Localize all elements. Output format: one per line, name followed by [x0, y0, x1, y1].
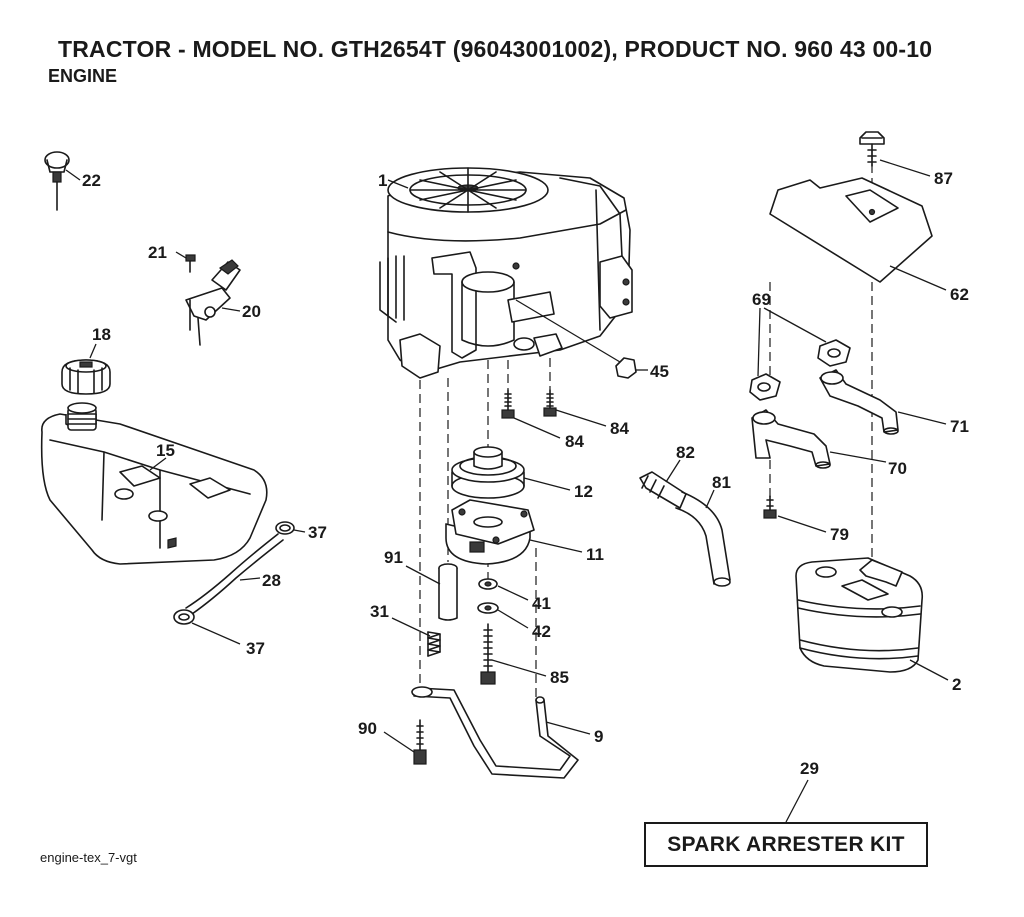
callout-29: 29 — [800, 759, 819, 778]
part-69-gasket-left — [749, 373, 781, 401]
part-31-spring — [427, 631, 441, 657]
part-2-muffler — [795, 557, 924, 673]
callout-41: 41 — [532, 594, 551, 613]
callout-20: 20 — [242, 302, 261, 321]
part-79-screw — [763, 495, 777, 519]
diagram-subtitle: ENGINE — [48, 66, 118, 86]
callout-9: 9 — [594, 727, 603, 746]
part-45-nut — [615, 357, 637, 379]
callout-84-left: 84 — [565, 432, 584, 451]
part-87-screw — [859, 131, 885, 167]
part-70-exhaust-pipe — [751, 409, 831, 469]
callout-91: 91 — [384, 548, 403, 567]
callout-12: 12 — [574, 482, 593, 501]
part-71-exhaust-pipe — [819, 369, 899, 435]
part-21-screw — [185, 254, 196, 273]
callout-37-top: 37 — [308, 523, 327, 542]
callout-69: 69 — [752, 290, 771, 309]
part-42-washer — [477, 602, 499, 614]
callout-81: 81 — [712, 473, 731, 492]
part-9-rod — [411, 686, 579, 779]
spark-arrester-kit-label: SPARK ARRESTER KIT — [644, 822, 928, 867]
callout-45: 45 — [650, 362, 669, 381]
part-85-bolt — [480, 623, 496, 685]
part-28-fuel-line — [185, 533, 284, 615]
callout-22: 22 — [82, 171, 101, 190]
diagram-title: TRACTOR - MODEL NO. GTH2654T (9604300100… — [58, 36, 933, 62]
part-20-throttle-control — [185, 259, 241, 346]
part-41-washer — [478, 578, 498, 590]
callout-82: 82 — [676, 443, 695, 462]
part-84-bolt-right — [543, 389, 557, 417]
part-37-hose-clamp-bottom — [173, 609, 195, 625]
callout-18: 18 — [92, 325, 111, 344]
part-15-fuel-tank — [40, 402, 268, 565]
callout-71: 71 — [950, 417, 969, 436]
callout-2: 2 — [952, 675, 961, 694]
part-90-screw — [413, 719, 427, 765]
drawing-code: engine-tex_7-vgt — [40, 850, 137, 865]
callout-90: 90 — [358, 719, 377, 738]
callout-62: 62 — [950, 285, 969, 304]
part-81-hose — [675, 491, 731, 587]
part-12-pulley — [451, 446, 525, 499]
part-22-dipstick — [44, 151, 70, 211]
part-37-hose-clamp-top — [275, 521, 295, 535]
callout-15: 15 — [156, 441, 175, 460]
part-1-engine — [379, 167, 633, 379]
callout-28: 28 — [262, 571, 281, 590]
callout-1: 1 — [378, 171, 387, 190]
part-82-fitting — [639, 471, 687, 509]
callout-84-right: 84 — [610, 419, 629, 438]
callout-37-bottom: 37 — [246, 639, 265, 658]
part-84-bolt-left — [501, 389, 515, 419]
callout-42: 42 — [532, 622, 551, 641]
callout-85: 85 — [550, 668, 569, 687]
part-62-heat-shield — [769, 177, 933, 283]
callout-70: 70 — [888, 459, 907, 478]
part-18-fuel-cap — [61, 359, 111, 395]
part-11-pto-clutch — [445, 499, 535, 565]
callout-79: 79 — [830, 525, 849, 544]
callout-21: 21 — [148, 243, 167, 262]
callout-31: 31 — [370, 602, 389, 621]
callout-87: 87 — [934, 169, 953, 188]
part-91-spacer — [438, 563, 458, 621]
part-69-gasket-right — [817, 339, 851, 367]
callout-11: 11 — [586, 545, 604, 564]
